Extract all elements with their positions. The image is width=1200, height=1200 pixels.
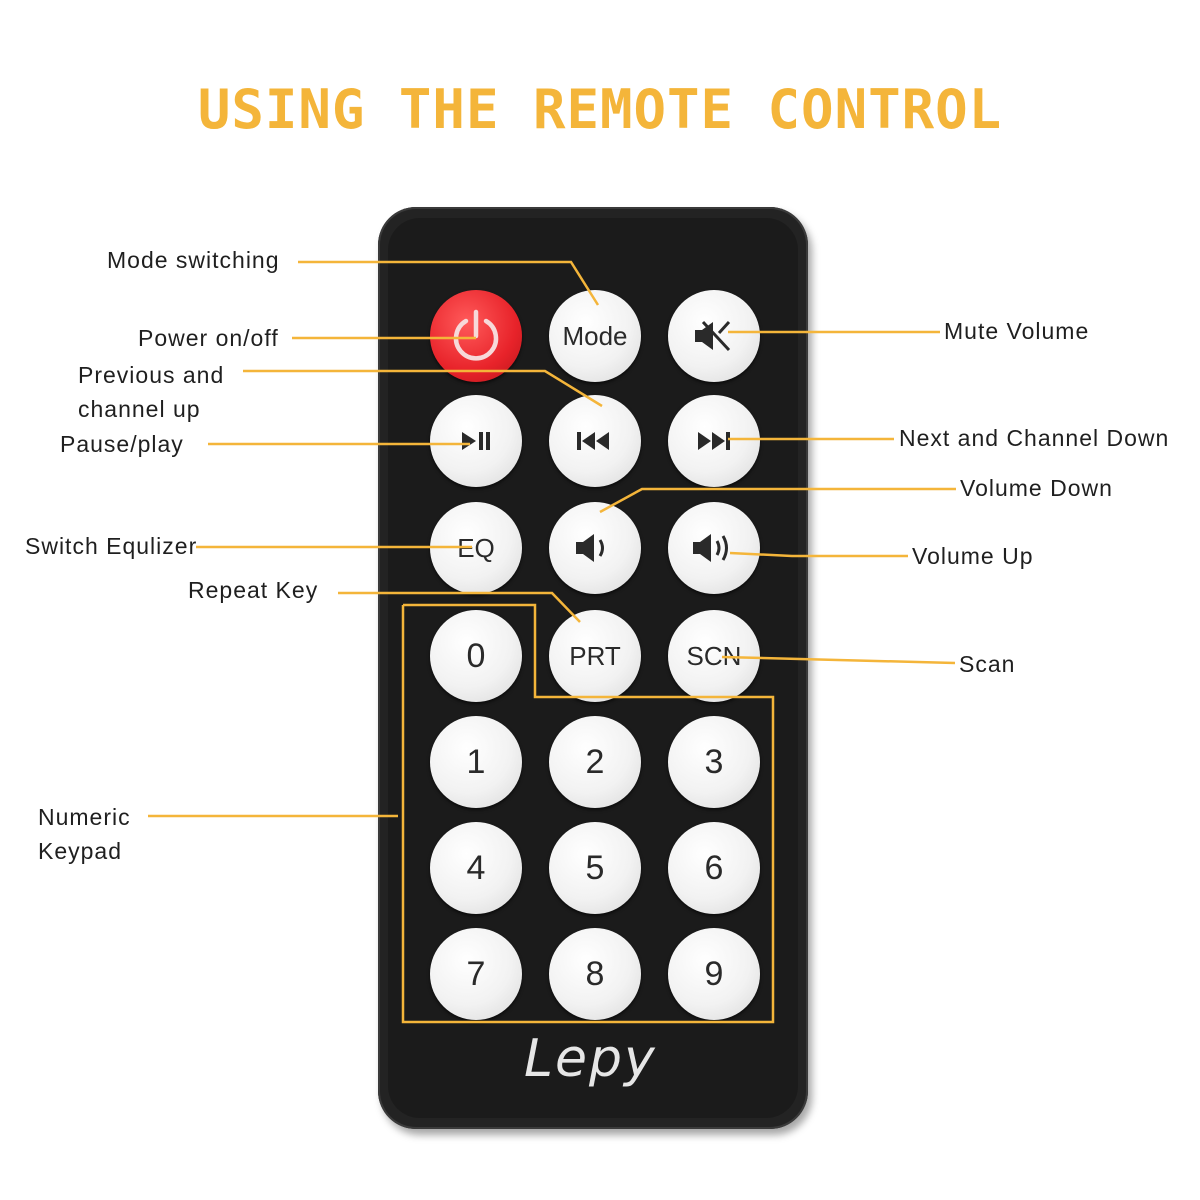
volume-down-button[interactable] bbox=[549, 502, 641, 594]
scn-button-label: SCN bbox=[686, 640, 742, 671]
leader-scan bbox=[721, 655, 956, 665]
prt-button[interactable]: PRT bbox=[549, 610, 641, 702]
leader-volume-up bbox=[729, 551, 908, 558]
volume-up-button[interactable] bbox=[668, 502, 760, 594]
label-mode-switching: Mode switching bbox=[107, 247, 280, 273]
digit-label: 8 bbox=[585, 954, 605, 993]
power-icon bbox=[453, 309, 499, 361]
page-title: USING THE REMOTE CONTROL bbox=[197, 78, 1003, 141]
volume-down-icon bbox=[576, 534, 604, 562]
digit-3-button[interactable]: 3 bbox=[668, 716, 760, 808]
digit-0-button[interactable]: 0 bbox=[430, 610, 522, 702]
digit-6-button[interactable]: 6 bbox=[668, 822, 760, 914]
prt-button-label: PRT bbox=[569, 640, 621, 671]
digit-label: 6 bbox=[704, 848, 724, 887]
previous-button[interactable] bbox=[549, 395, 641, 487]
digit-1-button[interactable]: 1 bbox=[430, 716, 522, 808]
digit-label: 0 bbox=[466, 636, 486, 675]
label-repeat-key: Repeat Key bbox=[188, 577, 319, 603]
digit-label: 5 bbox=[585, 848, 605, 887]
brand-text: Lepy bbox=[524, 1029, 657, 1089]
digit-7-button[interactable]: 7 bbox=[430, 928, 522, 1020]
previous-track-icon bbox=[577, 432, 609, 450]
mode-button-label: Mode bbox=[562, 320, 628, 351]
mute-button[interactable] bbox=[668, 290, 760, 382]
label-volume-down: Volume Down bbox=[960, 475, 1113, 501]
scn-button[interactable]: SCN bbox=[668, 610, 760, 702]
numeric-keypad-outline bbox=[401, 603, 775, 1024]
play-pause-icon bbox=[462, 432, 490, 450]
leader-mode-switching bbox=[298, 260, 600, 306]
digit-label: 4 bbox=[466, 848, 486, 887]
leader-repeat bbox=[338, 591, 581, 623]
digit-label: 2 bbox=[585, 742, 605, 781]
label-line: Keypad bbox=[38, 838, 123, 864]
mute-icon bbox=[695, 320, 731, 352]
label-numeric-keypad: Numeric Keypad bbox=[38, 800, 131, 868]
mode-button[interactable]: Mode bbox=[549, 290, 641, 382]
digit-4-button[interactable]: 4 bbox=[430, 822, 522, 914]
label-line: Previous and bbox=[78, 362, 225, 388]
label-switch-equlizer: Switch Equlizer bbox=[25, 533, 198, 559]
volume-up-icon bbox=[693, 534, 728, 562]
brand-logo: Lepy bbox=[520, 1026, 665, 1096]
brand-logo-mark: Lepy bbox=[524, 1029, 657, 1089]
label-volume-up: Volume Up bbox=[912, 543, 1034, 569]
leader-volume-down bbox=[599, 487, 956, 514]
label-scan: Scan bbox=[959, 651, 1016, 677]
next-track-icon bbox=[698, 432, 730, 450]
label-line: channel up bbox=[78, 396, 201, 422]
digit-label: 9 bbox=[704, 954, 724, 993]
digit-8-button[interactable]: 8 bbox=[549, 928, 641, 1020]
digit-2-button[interactable]: 2 bbox=[549, 716, 641, 808]
label-next-channel-down: Next and Channel Down bbox=[899, 425, 1170, 451]
label-mute-volume: Mute Volume bbox=[944, 318, 1090, 344]
label-pause-play: Pause/play bbox=[60, 431, 184, 457]
digit-9-button[interactable]: 9 bbox=[668, 928, 760, 1020]
leader-previous bbox=[243, 369, 603, 408]
digit-label: 3 bbox=[704, 742, 724, 781]
label-line: Numeric bbox=[38, 804, 131, 830]
digit-5-button[interactable]: 5 bbox=[549, 822, 641, 914]
label-previous-channel-up: Previous and channel up bbox=[78, 358, 224, 426]
digit-label: 7 bbox=[466, 954, 486, 993]
power-button[interactable] bbox=[430, 290, 522, 382]
label-power-onoff: Power on/off bbox=[138, 325, 279, 351]
play-pause-button[interactable] bbox=[430, 395, 522, 487]
next-button[interactable] bbox=[668, 395, 760, 487]
digit-label: 1 bbox=[466, 742, 486, 781]
